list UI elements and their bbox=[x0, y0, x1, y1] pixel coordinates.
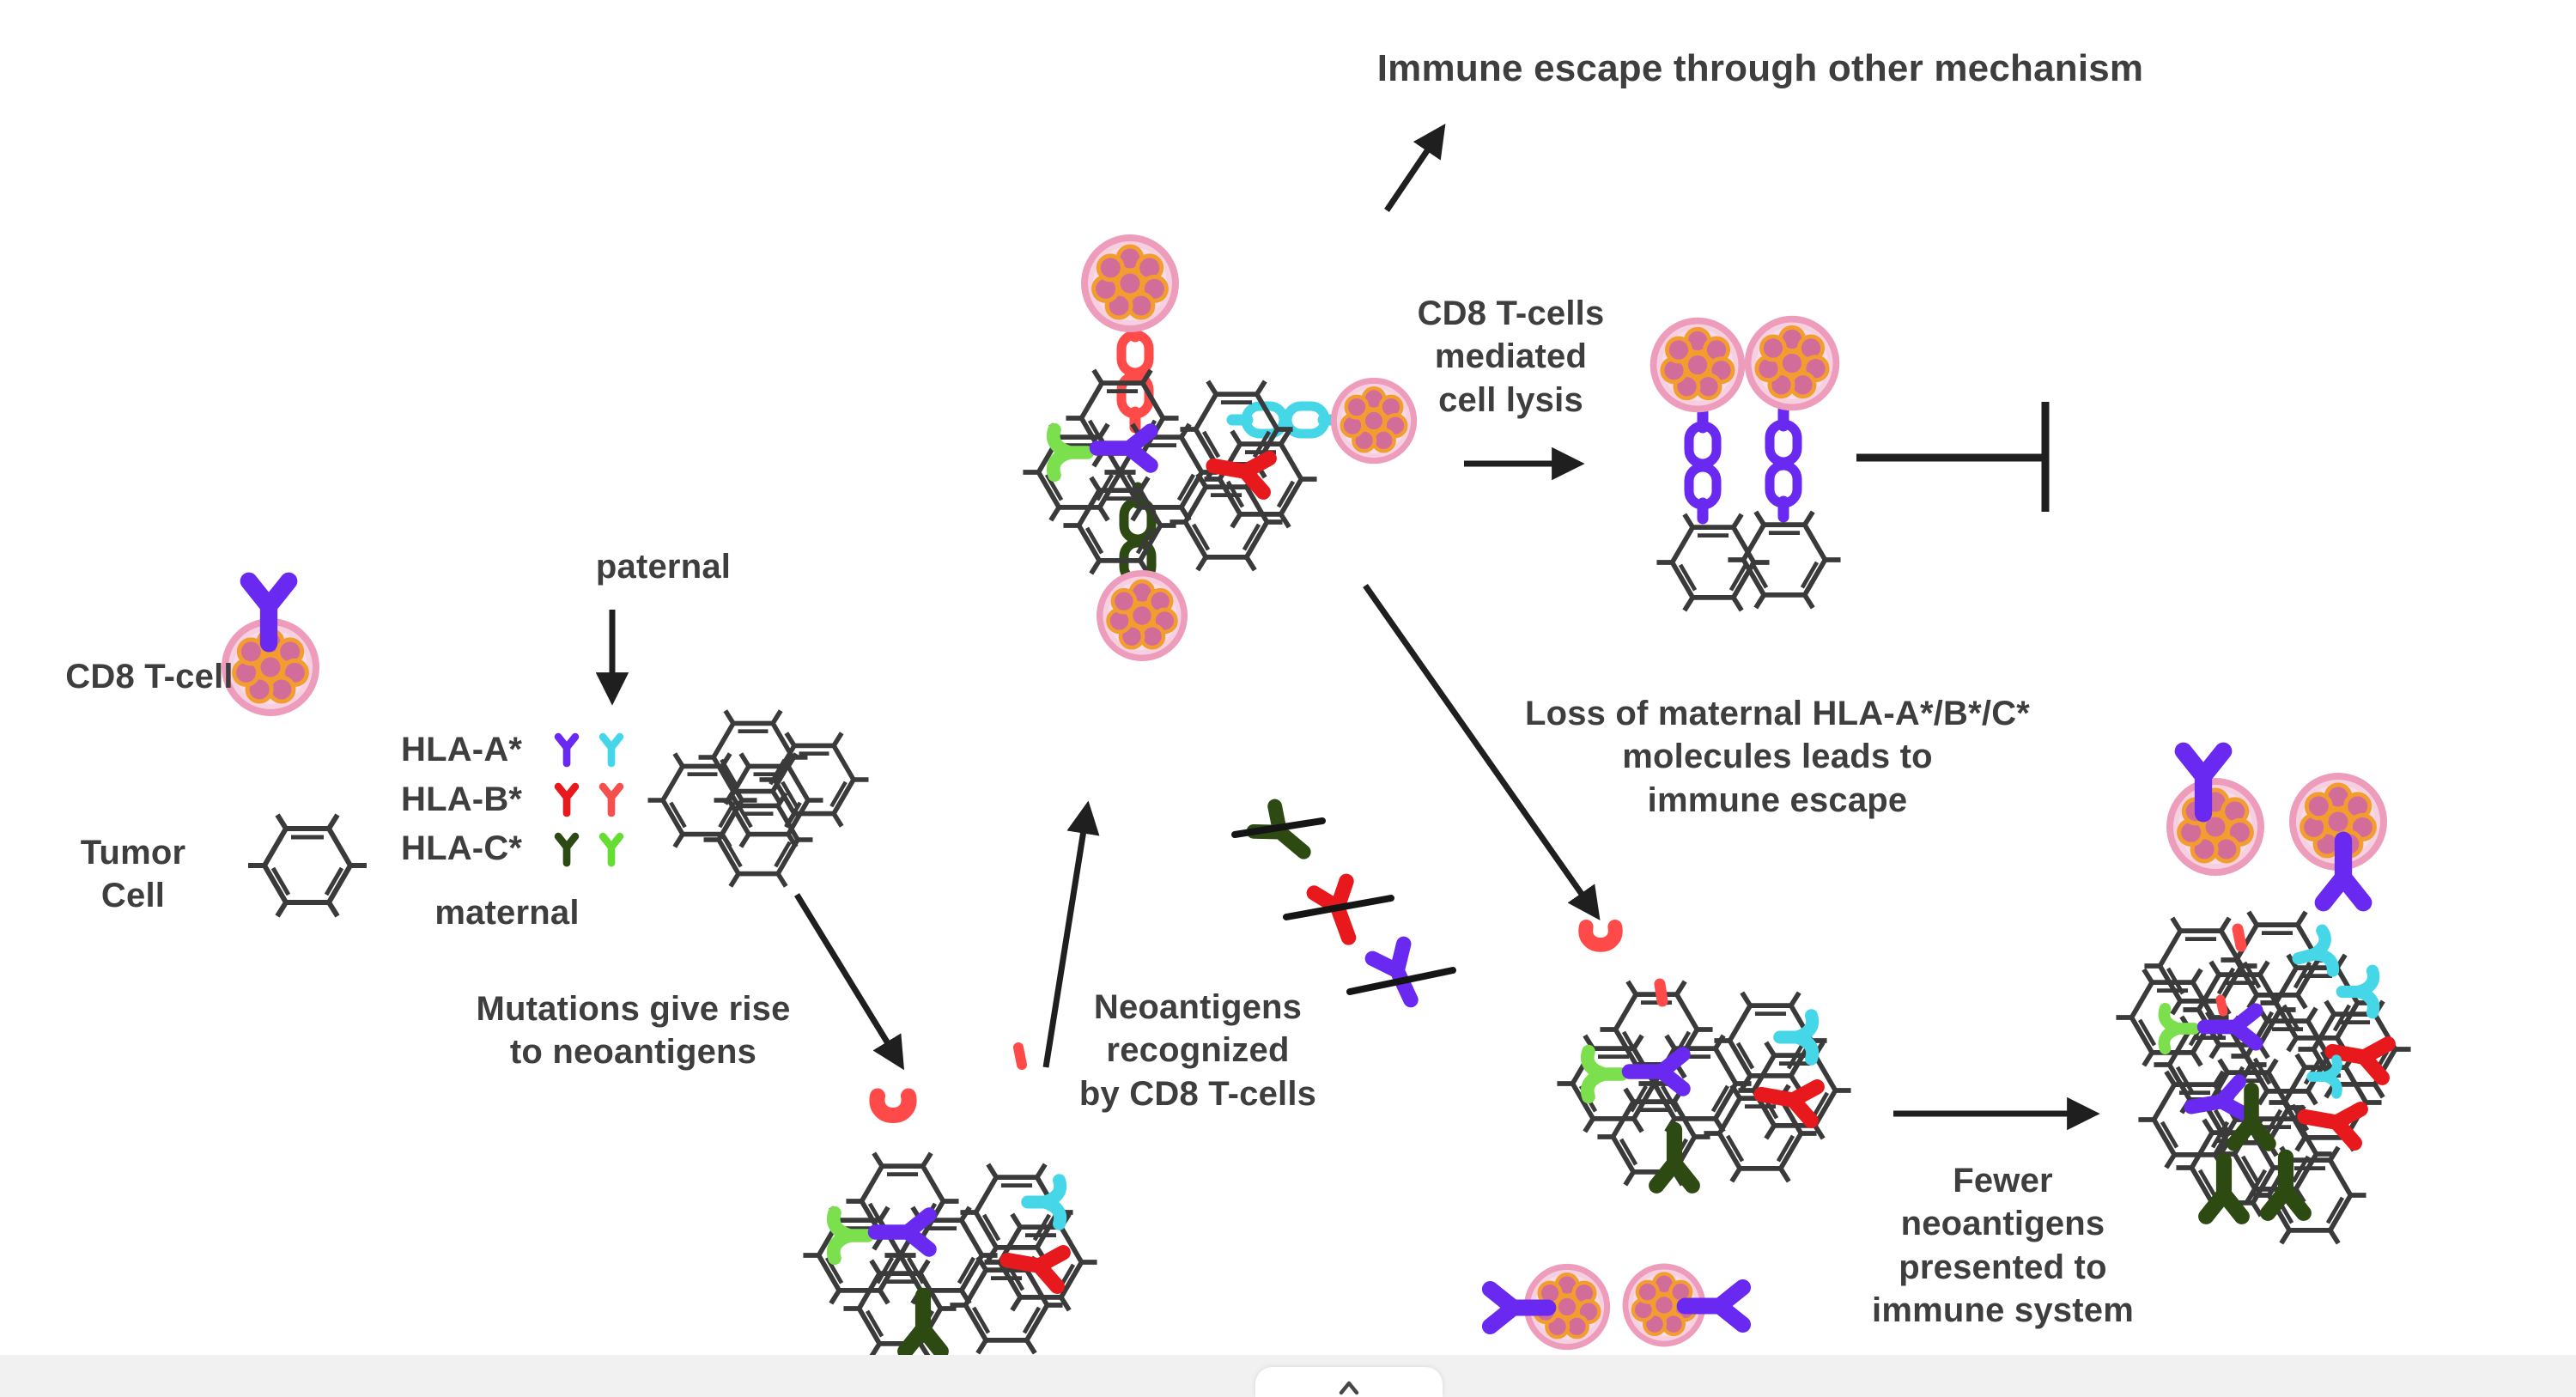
neoantigen-red-dot bbox=[2232, 923, 2247, 952]
legend-tumor-hexagon bbox=[248, 815, 367, 916]
label-cd8-lysis: CD8 T-cells mediated cell lysis bbox=[1417, 295, 1605, 419]
label-hla-a: HLA-A* bbox=[401, 731, 523, 768]
cd8-tcell bbox=[2166, 778, 2264, 876]
strikethrough-line bbox=[1283, 895, 1394, 920]
label-mutations: Mutations give rise to neoantigens bbox=[476, 990, 791, 1072]
neoantigen-dark-green bbox=[1656, 1130, 1692, 1186]
cd8-tcell bbox=[1097, 570, 1188, 661]
crossed-hla-dark-green bbox=[1254, 806, 1315, 865]
hla-a-paternal-icon bbox=[603, 737, 620, 763]
hla-b-paternal-icon bbox=[603, 787, 620, 813]
label-maternal: maternal bbox=[434, 894, 580, 932]
strikethrough-line bbox=[1346, 967, 1456, 995]
neoantigen-purple bbox=[1097, 431, 1151, 465]
neoantigen-red-dot bbox=[1654, 978, 1668, 1007]
tumor-cluster-plain bbox=[648, 711, 869, 887]
arrow-recognized bbox=[1042, 800, 1100, 1068]
arrow-immune-escape bbox=[1384, 124, 1446, 212]
chevron-up-icon bbox=[1339, 1381, 1359, 1395]
neoantigen-red-dot bbox=[2215, 994, 2228, 1017]
tumor-cells-lysed bbox=[1656, 512, 1840, 610]
label-cd8-t-cell: CD8 T-cell bbox=[65, 658, 234, 695]
hla-c-paternal-icon bbox=[603, 836, 620, 863]
neoantigen-dot bbox=[1013, 1042, 1027, 1070]
tumor-mass-large bbox=[2116, 912, 2410, 1243]
label-hla-c: HLA-C* bbox=[401, 829, 523, 867]
label-tumor-cell: Tumor Cell bbox=[80, 834, 186, 915]
neoantigen-light-green bbox=[2164, 1009, 2194, 1048]
label-hla-b: HLA-B* bbox=[401, 780, 523, 818]
tumor-cluster-central bbox=[1023, 370, 1316, 574]
label-fewer-neoantigens: Fewer neoantigens presented to immune sy… bbox=[1872, 1162, 2134, 1330]
neoantigen-purple bbox=[876, 1215, 930, 1249]
label-immune-escape: Immune escape through other mechanism bbox=[1376, 47, 2144, 89]
cd8-tcell bbox=[1081, 234, 1179, 332]
arrow-mutations bbox=[794, 893, 905, 1071]
chain-link-red bbox=[1121, 321, 1149, 428]
cd8-tcell bbox=[1331, 378, 1417, 464]
label-loss-maternal-hla: Loss of maternal HLA-A*/B*/C* molecules … bbox=[1524, 695, 2031, 819]
arrow-hla-loss bbox=[1363, 583, 1601, 920]
neoantigen-squiggle bbox=[877, 1096, 908, 1116]
cd8-tcell bbox=[1650, 318, 1746, 413]
free-neoantigens bbox=[877, 926, 1615, 1115]
cd8-tcell bbox=[1745, 316, 1840, 411]
inhibition-symbol bbox=[1856, 402, 2050, 512]
label-paternal: paternal bbox=[595, 548, 732, 586]
chain-link-purple bbox=[1770, 410, 1797, 517]
tumor-cluster-hla-loss bbox=[1557, 978, 1850, 1186]
flow-arrows bbox=[595, 124, 2100, 1131]
tumor-cluster-bottom bbox=[803, 1153, 1097, 1357]
neoantigen-squiggle bbox=[1586, 926, 1616, 944]
lost-hla-molecules bbox=[1231, 806, 1456, 1007]
label-neoantigens-recognized: Neoantigens recognized by CD8 T-cells bbox=[1078, 988, 1317, 1113]
strikethrough-line bbox=[1231, 817, 1326, 838]
chain-link-purple bbox=[1689, 412, 1716, 519]
toolbar-expand-tab[interactable] bbox=[1255, 1367, 1443, 1397]
